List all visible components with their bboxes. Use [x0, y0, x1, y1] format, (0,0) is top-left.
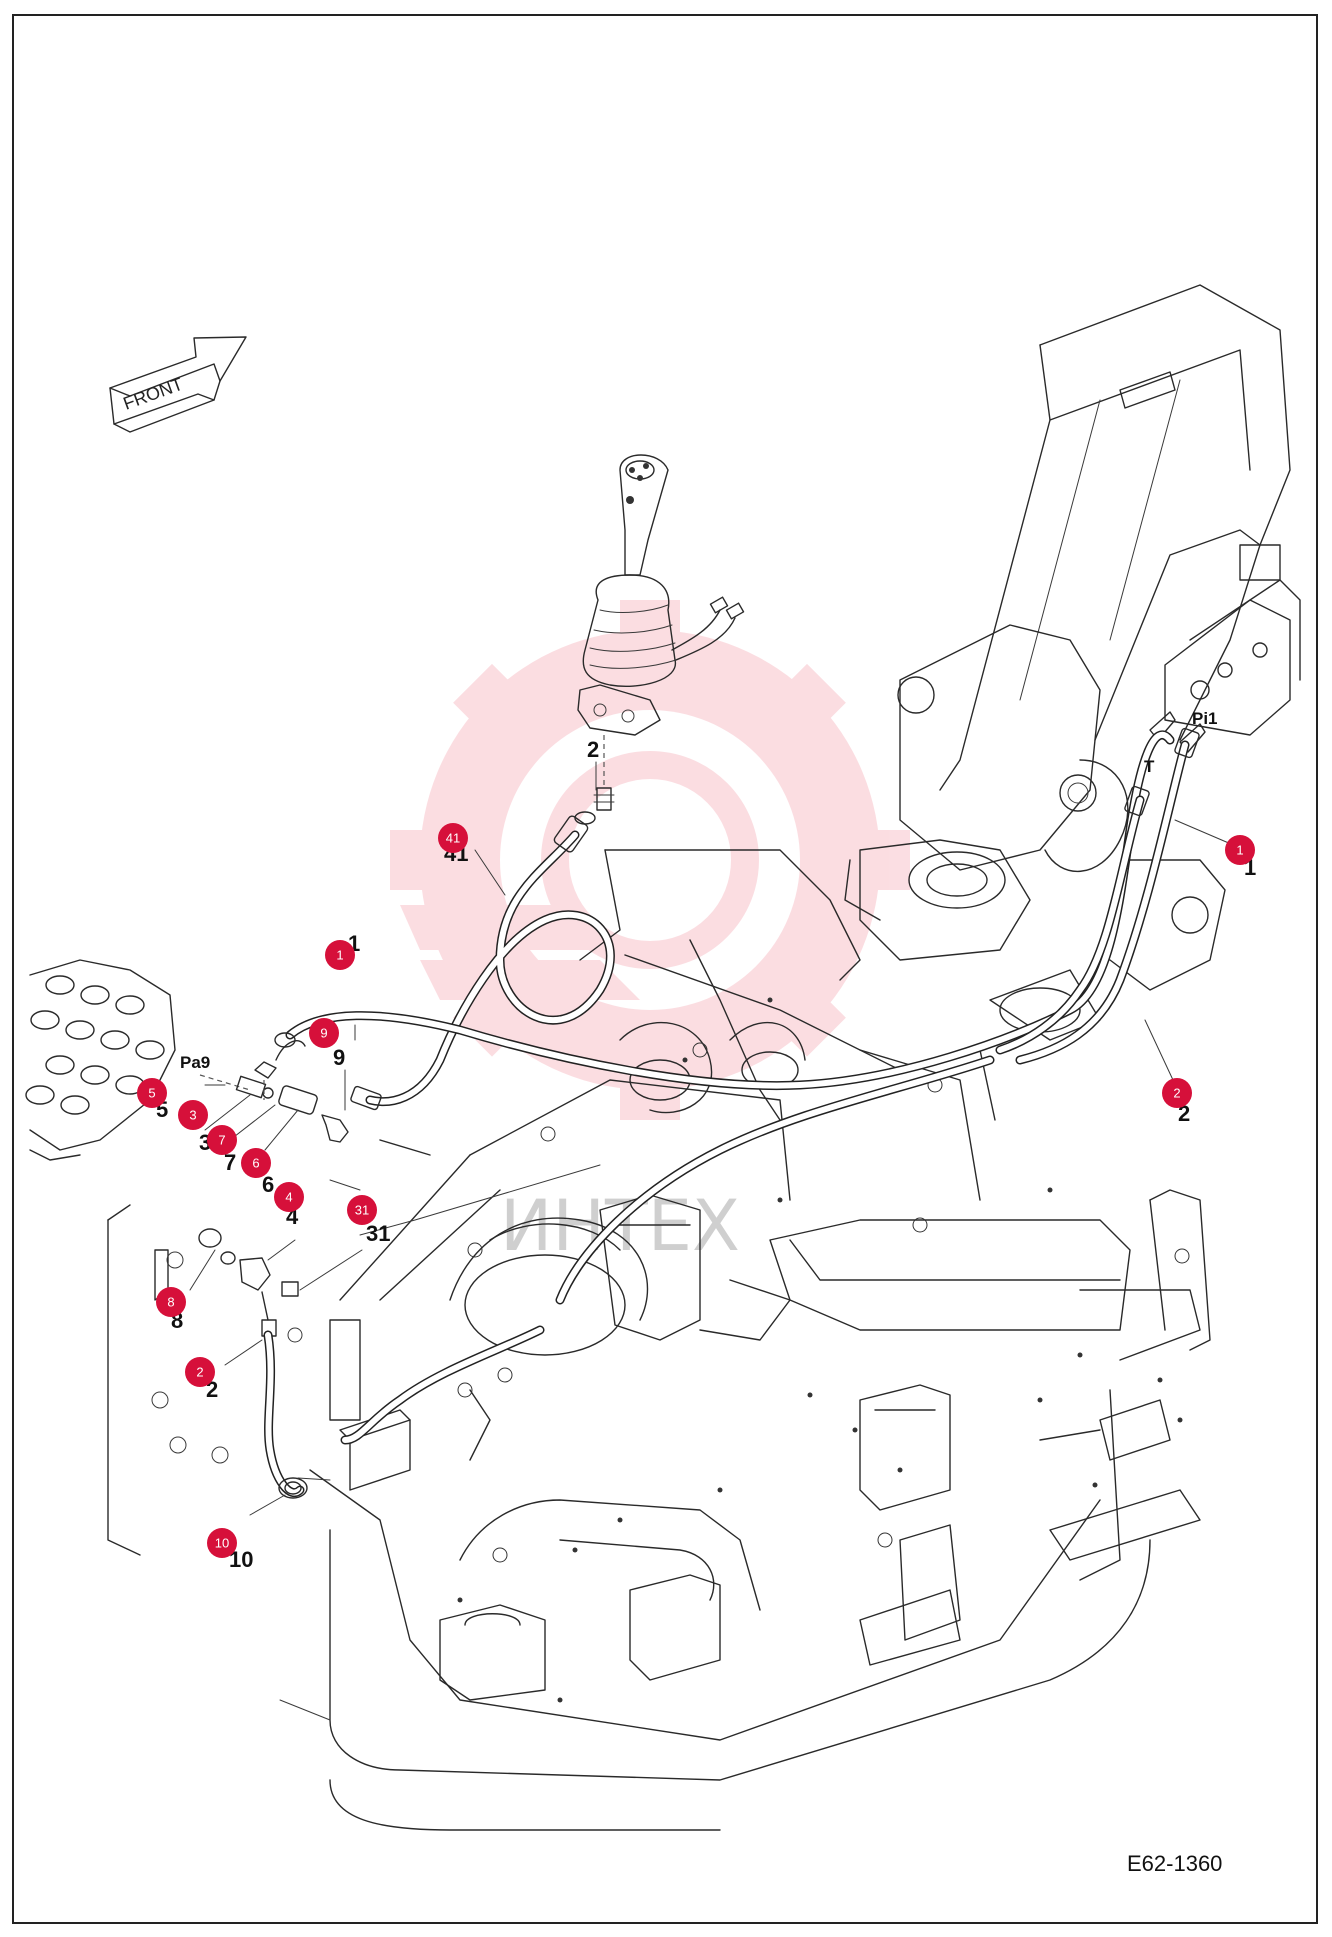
svg-text:7: 7: [218, 1133, 225, 1148]
hose-2-upper: [340, 727, 1200, 1445]
callout-9: 9: [309, 1018, 339, 1048]
front-label: FRONT: [121, 374, 186, 414]
svg-text:2: 2: [196, 1365, 203, 1380]
part-number: 2: [587, 737, 599, 762]
svg-text:10: 10: [215, 1536, 229, 1551]
callout-2: 2: [185, 1357, 215, 1387]
front-direction-arrow-icon: FRONT: [109, 336, 247, 433]
hose-41: [350, 811, 615, 1111]
callout-2: 2: [1162, 1078, 1192, 1108]
part-number: 9: [333, 1045, 345, 1070]
port-label-pi1: Pi1: [1192, 709, 1218, 728]
svg-text:3: 3: [189, 1108, 196, 1123]
port-label-pa9: Pa9: [180, 1053, 210, 1072]
callout-4: 4: [274, 1182, 304, 1212]
port-label-t: T: [1144, 757, 1155, 776]
leader-lines: [189, 761, 1246, 1516]
svg-text:8: 8: [167, 1295, 174, 1310]
part-numbers: 41 1 1 2 2 2 3 4 5 6 7 8 9 10 31: [156, 737, 1256, 1572]
part-number: 7: [224, 1150, 236, 1175]
svg-text:31: 31: [355, 1203, 369, 1218]
svg-text:1: 1: [336, 948, 343, 963]
callout-41: 41: [438, 823, 468, 853]
svg-text:9: 9: [320, 1026, 327, 1041]
callouts: 41 1 1 9 5 3 7 6 4 31 8 2 2 10: [137, 823, 1255, 1558]
callout-1: 1: [1225, 835, 1255, 865]
callout-7: 7: [207, 1125, 237, 1155]
drawing-frame: [12, 14, 1318, 1924]
svg-text:5: 5: [148, 1086, 155, 1101]
part-number: 31: [366, 1221, 390, 1246]
svg-text:1: 1: [1236, 843, 1243, 858]
pilot-valve-block: [1149, 544, 1301, 753]
drawing-number: E62-1360: [1127, 1851, 1222, 1876]
control-valve: [25, 959, 176, 1161]
hose-2-lower: [263, 1330, 331, 1499]
lower-fittings: [107, 1204, 303, 1556]
callout-10: 10: [207, 1528, 237, 1558]
callout-6: 6: [241, 1148, 271, 1178]
joystick: [577, 454, 745, 811]
callout-3: 3: [178, 1100, 208, 1130]
boom: [897, 284, 1291, 991]
upper-frame: [279, 849, 1211, 1831]
callout-1: 1: [325, 940, 355, 970]
gear-logo-watermark: [390, 600, 910, 1120]
svg-text:41: 41: [446, 831, 460, 846]
part-number: 6: [262, 1172, 274, 1197]
svg-text:2: 2: [1173, 1086, 1180, 1101]
svg-text:4: 4: [285, 1190, 292, 1205]
port-labels: Pa9 Pi1 T: [180, 709, 1218, 1072]
callout-5: 5: [137, 1078, 167, 1108]
callout-8: 8: [156, 1287, 186, 1317]
svg-text:6: 6: [252, 1156, 259, 1171]
pa9-fittings: [199, 1040, 349, 1143]
callout-31: 31: [347, 1195, 377, 1225]
